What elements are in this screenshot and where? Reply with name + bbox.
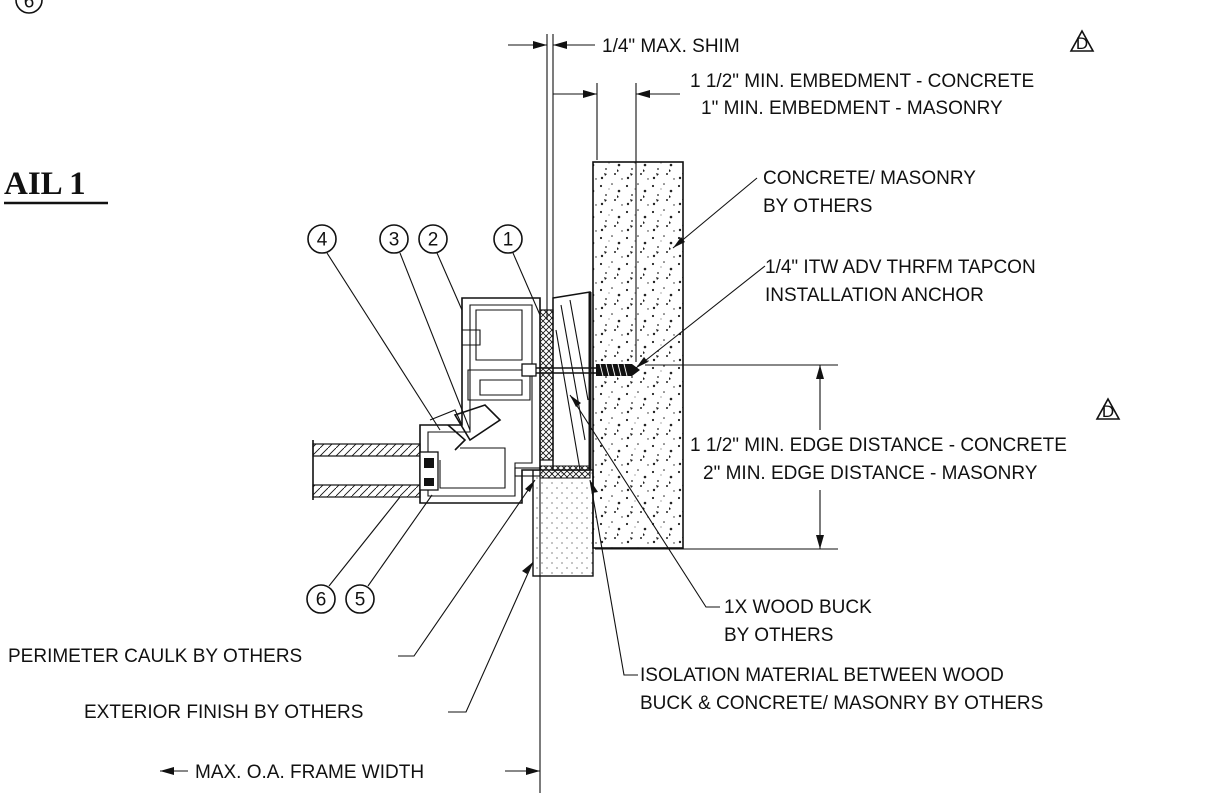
dimension-edge-distance bbox=[595, 364, 838, 550]
dimension-min-embedment bbox=[553, 83, 680, 362]
label-embedment-masonry: 1" MIN. EMBEDMENT - MASONRY bbox=[701, 98, 1003, 119]
window-frame-profile bbox=[419, 297, 541, 504]
dimension-frame-width bbox=[160, 470, 541, 793]
callout-2: 2 bbox=[418, 224, 463, 311]
revision-triangle-top: D bbox=[1069, 29, 1095, 53]
callout-6: 6 bbox=[306, 496, 401, 614]
label-perimeter-caulk: PERIMETER CAULK BY OTHERS bbox=[8, 646, 302, 667]
shim bbox=[539, 309, 554, 461]
svg-text:D: D bbox=[1076, 34, 1088, 53]
callout-1: 1 bbox=[493, 224, 541, 316]
callout-4: 4 bbox=[307, 224, 441, 431]
label-isolation-line2: BUCK & CONCRETE/ MASONRY BY OTHERS bbox=[640, 693, 1043, 714]
callout-3: 3 bbox=[379, 224, 471, 431]
label-isolation-line1: ISOLATION MATERIAL BETWEEN WOOD bbox=[640, 665, 1004, 686]
dimension-max-shim bbox=[508, 34, 595, 320]
leader-concrete-masonry bbox=[672, 177, 758, 249]
leader-exterior-finish bbox=[448, 561, 534, 713]
label-exterior-finish: EXTERIOR FINISH BY OTHERS bbox=[84, 702, 363, 723]
svg-text:AIL 1: AIL 1 bbox=[4, 166, 86, 202]
leader-isolation bbox=[589, 479, 638, 676]
label-concrete-masonry-line2: BY OTHERS bbox=[763, 196, 872, 217]
svg-text:2: 2 bbox=[428, 230, 439, 251]
svg-text:6: 6 bbox=[24, 0, 35, 13]
perimeter-caulk bbox=[539, 465, 591, 479]
svg-text:5: 5 bbox=[355, 590, 366, 611]
label-wood-buck-line1: 1X WOOD BUCK bbox=[724, 597, 872, 618]
detail-title: AIL 1 bbox=[4, 166, 108, 205]
leader-wood-buck bbox=[569, 394, 720, 608]
corner-callout: 6 bbox=[15, 0, 43, 14]
leader-anchor bbox=[635, 265, 766, 369]
concrete-masonry-substrate bbox=[592, 161, 684, 549]
leader-perimeter-caulk bbox=[398, 479, 536, 657]
label-embedment-concrete: 1 1/2" MIN. EMBEDMENT - CONCRETE bbox=[690, 71, 1034, 92]
label-max-shim: 1/4" MAX. SHIM bbox=[602, 36, 740, 57]
svg-text:6: 6 bbox=[316, 590, 327, 611]
svg-text:D: D bbox=[1102, 402, 1114, 421]
label-anchor-line1: 1/4" ITW ADV THRFM TAPCON bbox=[765, 257, 1036, 278]
revision-triangle-right: D bbox=[1095, 397, 1121, 421]
svg-text:3: 3 bbox=[389, 230, 400, 251]
svg-text:4: 4 bbox=[317, 230, 328, 251]
glazing-unit bbox=[312, 440, 439, 500]
installation-anchor bbox=[521, 363, 640, 377]
label-wood-buck-line2: BY OTHERS bbox=[724, 625, 833, 646]
label-concrete-masonry-line1: CONCRETE/ MASONRY bbox=[763, 168, 976, 189]
wood-buck bbox=[552, 291, 591, 471]
label-edge-concrete: 1 1/2" MIN. EDGE DISTANCE - CONCRETE bbox=[690, 435, 1067, 456]
exterior-finish bbox=[532, 469, 594, 577]
label-edge-masonry: 2" MIN. EDGE DISTANCE - MASONRY bbox=[703, 463, 1038, 484]
svg-text:1: 1 bbox=[503, 230, 514, 251]
label-frame-width: MAX. O.A. FRAME WIDTH bbox=[195, 762, 424, 783]
label-anchor-line2: INSTALLATION ANCHOR bbox=[765, 285, 984, 306]
callout-5: 5 bbox=[345, 494, 433, 614]
